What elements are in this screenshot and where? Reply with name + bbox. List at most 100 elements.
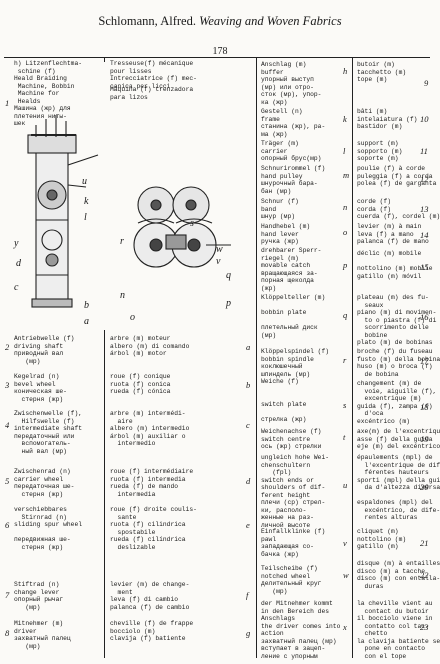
right-entry-number: 21 xyxy=(420,538,429,548)
entry-german-english-russian: verschiebbares Stirnrad (n) sliding spur… xyxy=(14,506,83,551)
middle-entry: Klöppelspindel (f) bobbin spindle коклюш… xyxy=(261,348,330,378)
middle-entry-letter: u xyxy=(343,480,348,490)
entry-number: 6 xyxy=(5,520,10,530)
divider-right xyxy=(352,58,353,658)
middle-entry: drehbarer Sperr- riegel (m) movable catc… xyxy=(261,247,322,292)
middle-entry: Klöppelteller (m) bobbin plate плетельны… xyxy=(261,294,326,339)
fig-letter-y: y xyxy=(14,238,19,249)
middle-entry: Schnur (f) band шнур (мр) xyxy=(261,198,299,220)
entry-number: 3 xyxy=(5,380,10,390)
right-entry: levier (m) à main leva (f) a mano palanc… xyxy=(357,223,429,245)
right-entry-number: 23 xyxy=(420,622,429,632)
right-entry-number: 16 xyxy=(420,312,429,322)
header-title: Weaving and Woven Fabrics xyxy=(199,14,342,28)
fig-letter-a: a xyxy=(84,316,89,327)
middle-entry: ungleich hohe Wei- chenschultern (fpl) s… xyxy=(261,454,330,529)
entry-french-italian-spanish: cheville (f) de frappe bocciolo (m) clav… xyxy=(110,620,194,642)
fig-letter-w: w xyxy=(216,244,223,255)
header-author: Schlomann, Alfred. xyxy=(98,14,196,28)
fig-letter-v: v xyxy=(216,256,221,267)
middle-entry-letter: k xyxy=(343,114,347,124)
fig-letter-b: b xyxy=(84,300,89,311)
right-entry-number: 15 xyxy=(420,262,429,272)
divider-center xyxy=(256,58,257,658)
right-entry: corde (f) corda (f) cuerda (f), cordel (… xyxy=(357,198,440,220)
entry-french-italian-spanish: roue (f) conique ruota (f) conica rueda … xyxy=(110,373,171,395)
middle-entry-letter: h xyxy=(343,66,348,76)
entry-german-english-russian: Kegelrad (n) bevel wheel коническая ше- … xyxy=(14,373,67,403)
entry-letter: b xyxy=(246,380,251,390)
fig-letter-c: c xyxy=(14,282,19,293)
right-entry-number: 17 xyxy=(420,356,429,366)
braiding-machine-illustration xyxy=(27,115,231,308)
middle-entry: Anschlag (m) buffer упорный выступ (мр) … xyxy=(261,61,322,106)
middle-entry: Gestell (n) frame станина (жр), ра- ма (… xyxy=(261,108,326,138)
right-entry-number: 12 xyxy=(420,174,429,184)
middle-entry-letter: o xyxy=(343,227,348,237)
middle-entry: Handhebel (m) hand lever ручка (жр) xyxy=(261,223,311,245)
entry-french-italian-spanish: roue (f) droite coulis- sante ruota (f) … xyxy=(110,506,197,551)
middle-entry-letter: l xyxy=(343,146,346,156)
fig-letter-r: r xyxy=(120,236,124,247)
entry-letter: d xyxy=(246,476,251,486)
middle-entry-letter: r xyxy=(343,355,347,365)
fig-letter-p: p xyxy=(226,298,231,309)
right-entry: support (m) sopporto (m) soporte (m) xyxy=(357,140,403,162)
right-entry: cliquet (m) nottolino (m) gatillo (m) xyxy=(357,528,407,550)
fig-letter-l: l xyxy=(84,212,87,223)
entry-letter: a xyxy=(246,342,251,352)
middle-entry-letter: q xyxy=(343,310,348,320)
middle-entry-letter: t xyxy=(343,432,346,442)
middle-entry: Teilscheibe (f) notched wheel делительны… xyxy=(261,565,322,595)
middle-entry-letter: p xyxy=(343,260,348,270)
entry-1-french: Tresseuse(f) mécanique pour lisses Intre… xyxy=(110,60,197,90)
fig-letter-u: u xyxy=(82,176,87,187)
running-header: Schlomann, Alfred. Weaving and Woven Fab… xyxy=(0,14,440,29)
right-entry: bâti (m) intelaiatura (f) bastidor (m) xyxy=(357,108,418,130)
entry-1-german: h) Litzenflechtma- schine (f) Heald Brai… xyxy=(14,60,83,127)
middle-entry: Träger (m) carrier опорный брус(мр) xyxy=(261,140,322,162)
entry-german-english-russian: Stiftrad (n) change lever опорный рычаг … xyxy=(14,581,64,611)
right-entry-number: 22 xyxy=(420,570,429,580)
fig-letter-k: k xyxy=(84,196,89,207)
right-entry: disque (m) à entailles disco (m) a tacch… xyxy=(357,560,440,590)
entry-german-english-russian: Mitnehmer (m) driver захватный палец (мр… xyxy=(14,620,71,650)
page-number: 178 xyxy=(212,46,228,57)
entry-number: 5 xyxy=(5,476,10,486)
fig-letter-d: d xyxy=(16,258,21,269)
right-entry-number: 11 xyxy=(420,146,428,156)
entry-letter: f xyxy=(246,590,249,600)
entry-german-english-russian: Antriebwelle (f) driving shaft приводный… xyxy=(14,335,75,365)
entry-german-english-russian: Zwischenrad (n) carrier wheel передаточн… xyxy=(14,468,75,498)
top-rule xyxy=(4,57,430,58)
entry-letter: g xyxy=(246,628,251,638)
right-entry: épaulements (mpl) de l'excentrique de di… xyxy=(357,454,440,521)
right-entry-number: 20 xyxy=(420,482,429,492)
right-entry: butoir (m) tacchetto (m) tope (m) xyxy=(357,61,407,83)
entry-french-italian-spanish: levier (m) de change- ment leva (f) di c… xyxy=(110,581,190,611)
fig-letter-o: o xyxy=(130,312,135,323)
middle-entry-letter: w xyxy=(343,570,349,580)
entry-number: 7 xyxy=(5,590,10,600)
entry-number: 2 xyxy=(5,342,10,352)
right-entry: la cheville vient au contact du butoir i… xyxy=(357,600,440,660)
entry-number: 8 xyxy=(5,628,10,638)
divider-left-lower xyxy=(104,330,105,658)
middle-entry: Schnurirommel (f) hand pulley шнурочный … xyxy=(261,165,326,195)
right-entry-number: 19 xyxy=(420,434,429,444)
middle-entry-letter: n xyxy=(343,202,348,212)
right-entry: axe(m) de l'excentrique asse (f) della g… xyxy=(357,428,440,450)
right-entry: déclic (m) mobile nottolino (m) mobile g… xyxy=(357,250,433,280)
divider-left-cols xyxy=(104,58,105,62)
middle-entry: Weichenachse (f) switch centre ось (жр) … xyxy=(261,428,322,450)
fig-letter-s: s xyxy=(190,218,194,229)
right-entry: broche (f) du fuseau fusto (m) della bob… xyxy=(357,348,440,378)
middle-entry-letter: v xyxy=(343,538,347,548)
right-entry-number: 13 xyxy=(420,204,429,214)
middle-entry: Weiche (f) switch plate стрелка (жр) xyxy=(261,378,307,423)
entry-french-italian-spanish: arbre (m) moteur albero (m) di comando á… xyxy=(110,335,190,357)
right-entry: poulie (f) à corde puleggia (f) a corda … xyxy=(357,165,437,187)
entry-1-number: 1 xyxy=(5,98,10,108)
middle-entry: Einfallklinke (f) pawl западающая со- ба… xyxy=(261,528,326,558)
right-entry-number: 10 xyxy=(420,114,429,124)
